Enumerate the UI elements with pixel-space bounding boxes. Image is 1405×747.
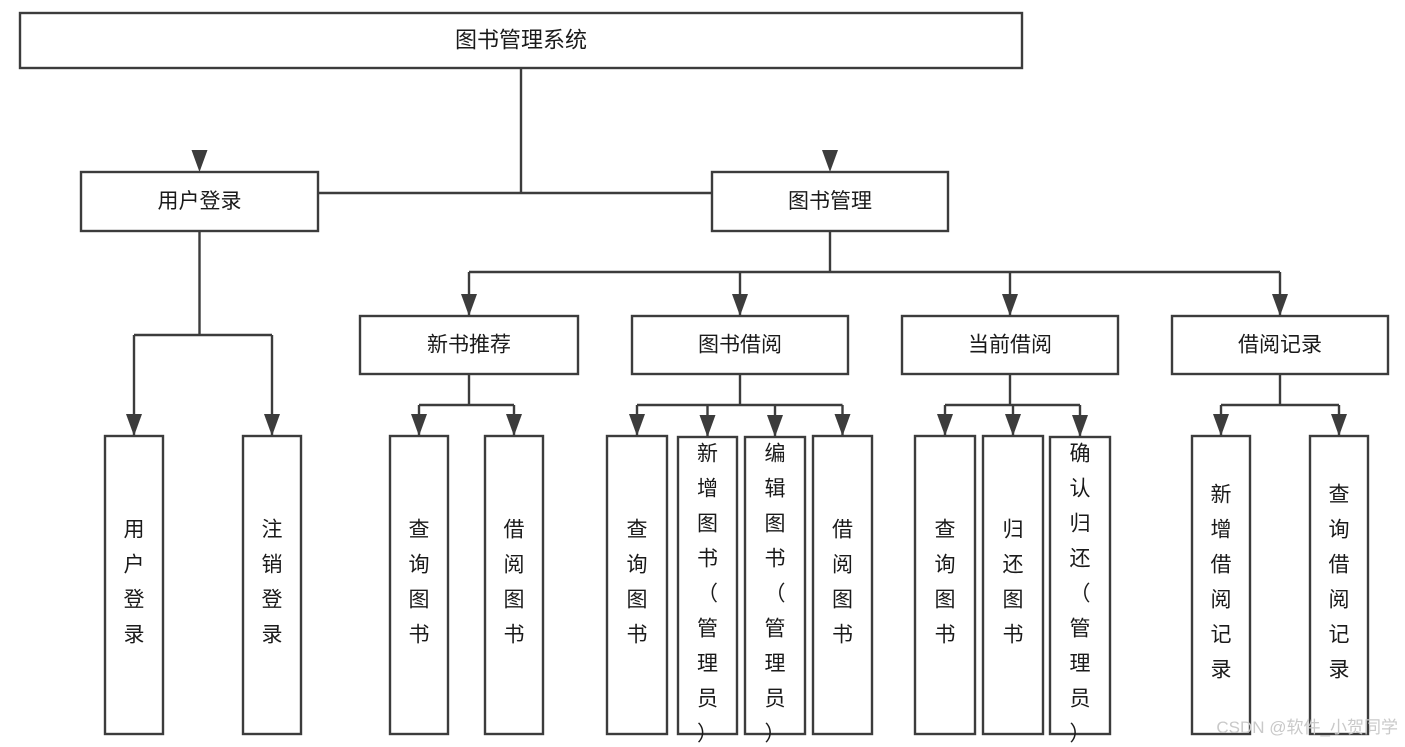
node-box [630,314,850,376]
node-box [743,435,807,736]
node-label: 用户登录 [158,190,242,213]
node-layer: 图书管理系统用户登录图书管理新书推荐图书借阅当前借阅借阅记录用户登录注销登录查询… [18,11,1390,746]
node-label: 查询借阅记录 [1329,484,1350,682]
node-box [241,434,303,736]
node-box [1048,435,1112,736]
node-book-manage[interactable]: 图书管理 [710,170,950,233]
edges-from-new-book-recommend [411,374,522,436]
node-box [676,435,739,736]
node-label: 新书推荐 [427,334,511,357]
node-box [79,170,320,233]
node-leaf-query-book-cur[interactable]: 查询图书 [913,434,977,736]
arrow-head-icon [822,150,838,172]
edges-from-borrow-record [1213,374,1347,436]
node-box [1308,434,1370,736]
arrow-head-icon [1002,294,1018,316]
arrow-head-icon [1272,294,1288,316]
watermark-text: CSDN @软件_小贺同学 [1216,718,1398,737]
arrow-head-icon [1331,414,1347,436]
arrow-head-icon [191,150,208,172]
arrow-head-icon [767,415,783,437]
node-box [103,434,165,736]
node-label: 确认归还（管理员） [1070,443,1091,746]
node-label: 新增借阅记录 [1211,484,1232,682]
edges-from-book-manage [461,231,1288,316]
node-label: 借阅记录 [1238,334,1322,357]
arrow-head-icon [1005,414,1021,436]
node-label: 借阅图书 [832,519,853,647]
arrow-head-icon [699,415,716,437]
node-leaf-edit-book[interactable]: 编辑图书（管理员） [743,435,807,746]
edges-from-book-borrow [629,374,851,437]
node-box [1190,434,1252,736]
node-root[interactable]: 图书管理系统 [18,11,1024,70]
arrow-head-icon [506,414,522,436]
node-label: 借阅图书 [504,519,525,647]
node-leaf-query-record[interactable]: 查询借阅记录 [1308,434,1370,736]
node-box [483,434,545,736]
node-label: 编辑图书（管理员） [765,443,786,746]
arrow-head-icon [937,414,953,436]
node-label: 查询图书 [409,519,430,647]
arrow-head-icon [411,414,427,436]
node-leaf-user-login[interactable]: 用户登录 [103,434,165,736]
node-user-login[interactable]: 用户登录 [79,170,320,233]
node-box [981,434,1045,736]
node-leaf-borrow-book-rec[interactable]: 借阅图书 [483,434,545,736]
arrow-head-icon [732,294,748,316]
node-box [710,170,950,233]
node-leaf-query-book-rec[interactable]: 查询图书 [388,434,450,736]
node-box [900,314,1120,376]
node-box [358,314,580,376]
node-label: 归还图书 [1003,519,1024,647]
node-box [1170,314,1390,376]
node-label: 注销登录 [262,519,283,647]
node-label: 查询图书 [627,519,648,647]
node-label: 新增图书（管理员） [697,443,718,746]
edges-from-user-login [126,231,280,436]
node-box [388,434,450,736]
arrow-head-icon [1213,414,1229,436]
node-label: 查询图书 [935,519,956,647]
node-leaf-borrow-book[interactable]: 借阅图书 [811,434,874,736]
node-box [605,434,669,736]
node-label: 用户登录 [124,519,145,647]
node-box [913,434,977,736]
node-label: 图书借阅 [698,334,782,357]
arrow-head-icon [264,414,280,436]
connector-layer [126,68,1347,437]
edges-from-current-borrow [937,374,1088,437]
arrow-head-icon [834,414,851,436]
arrow-head-icon [461,294,477,316]
node-box [811,434,874,736]
node-leaf-add-book[interactable]: 新增图书（管理员） [676,435,739,746]
node-label: 图书管理系统 [455,27,587,52]
node-leaf-logout[interactable]: 注销登录 [241,434,303,736]
node-leaf-add-record[interactable]: 新增借阅记录 [1190,434,1252,736]
node-leaf-return-book[interactable]: 归还图书 [981,434,1045,736]
arrow-head-icon [126,414,142,436]
node-label: 图书管理 [788,190,872,213]
arrow-head-icon [1072,415,1088,437]
node-leaf-confirm-return[interactable]: 确认归还（管理员） [1048,435,1112,746]
arrow-head-icon [629,414,645,436]
node-box [18,11,1024,70]
node-current-borrow[interactable]: 当前借阅 [900,314,1120,376]
node-leaf-query-book-borrow[interactable]: 查询图书 [605,434,669,736]
node-new-book-recommend[interactable]: 新书推荐 [358,314,580,376]
node-book-borrow[interactable]: 图书借阅 [630,314,850,376]
node-label: 当前借阅 [968,334,1052,357]
node-borrow-record[interactable]: 借阅记录 [1170,314,1390,376]
